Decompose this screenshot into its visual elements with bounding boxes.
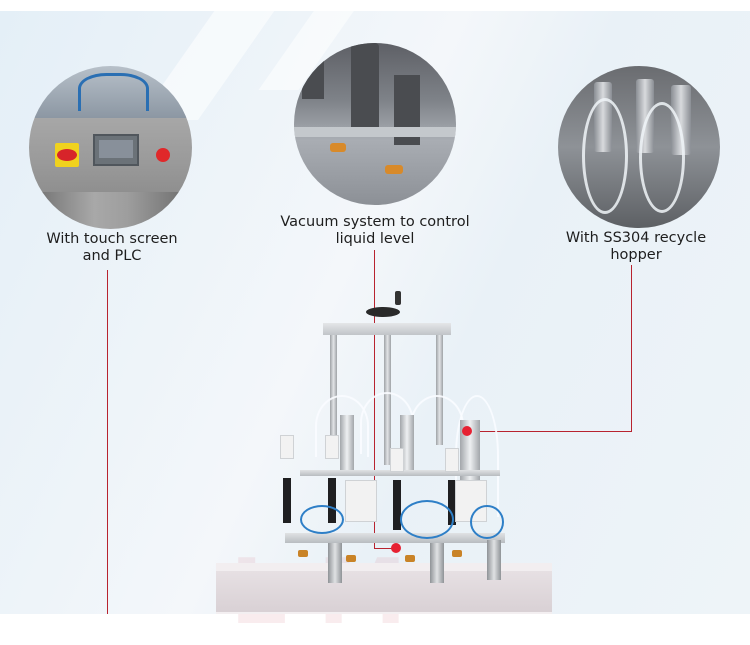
crank-handle-icon: [395, 291, 401, 305]
leader-line-vacuum-horizontal: [374, 548, 394, 549]
caption-line: With SS304 recycle: [565, 230, 707, 246]
touch-screen-icon: [92, 134, 139, 167]
machine-top-bar: [323, 323, 451, 335]
hotspot-dot-hopper: [462, 426, 472, 436]
sensor-icon: [346, 555, 356, 562]
caption-line: liquid level: [335, 231, 415, 247]
leader-line-hopper-vertical: [631, 265, 632, 431]
sensor-icon: [452, 550, 462, 557]
caption-touch-screen: With touch screen and PLC: [22, 231, 202, 265]
sensor-icon: [298, 550, 308, 557]
sensor-icon: [405, 555, 415, 562]
recycle-hopper-photo: [558, 66, 720, 228]
control-panel-photo: [29, 66, 192, 229]
caption-recycle-hopper: With SS304 recycle hopper: [548, 230, 724, 264]
hotspot-dot-vacuum: [391, 543, 401, 553]
caption-line: Vacuum system to control: [280, 214, 470, 230]
handwheel-icon: [366, 307, 400, 317]
top-white-strip: [0, 0, 750, 11]
leader-line-touch-screen: [107, 270, 108, 614]
leader-line-hopper-horizontal: [470, 431, 632, 432]
rotary-switch-icon: [55, 142, 80, 167]
vacuum-system-photo: [294, 43, 456, 205]
caption-vacuum-system: Vacuum system to control liquid level: [268, 214, 482, 248]
emergency-button-icon: [156, 147, 171, 162]
caption-line: With touch screen: [46, 231, 178, 247]
caption-line: hopper: [610, 247, 662, 263]
caption-line: and PLC: [82, 248, 142, 264]
